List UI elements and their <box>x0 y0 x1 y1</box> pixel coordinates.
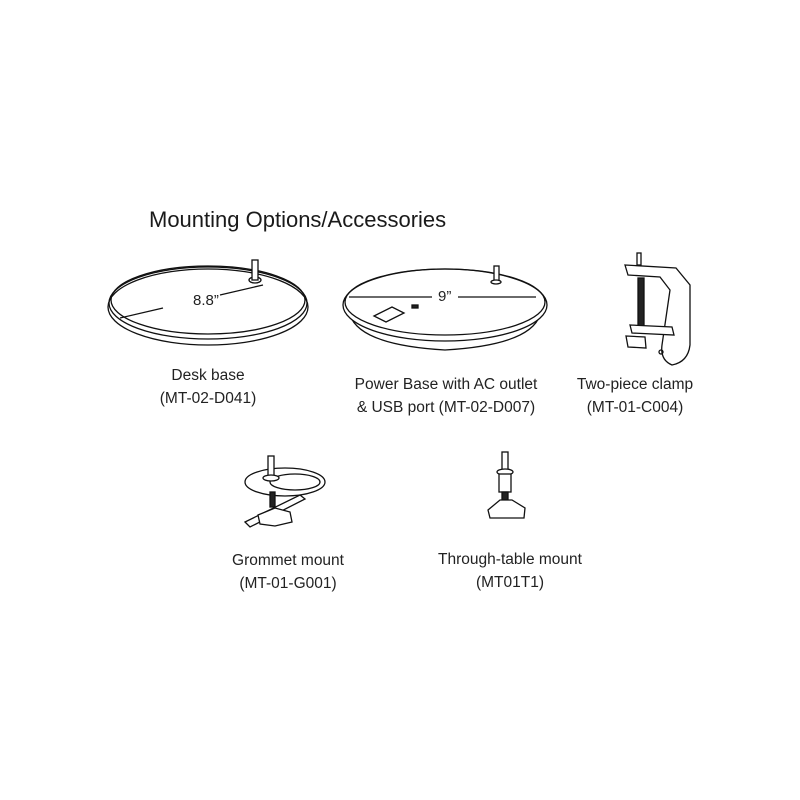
power-base-illustration <box>342 265 548 351</box>
usb-port-icon <box>411 304 419 309</box>
page-title: Mounting Options/Accessories <box>149 207 447 232</box>
grommet-caption: Grommet mount (MT-01-G001) <box>232 549 344 595</box>
desk-base-caption: Desk base (MT-02-D041) <box>160 364 256 410</box>
through-table-code: (MT01T1) <box>475 574 545 591</box>
desk-base-dimension: 8.8” <box>193 292 219 309</box>
ac-outlet-icon <box>372 306 406 323</box>
desk-base-name: Desk base <box>171 367 245 384</box>
power-base-dimension: 9” <box>438 288 452 305</box>
through-table-name: Through-table mount <box>438 551 582 568</box>
grommet-name: Grommet mount <box>232 552 344 569</box>
through-table-caption: Through-table mount (MT01T1) <box>438 548 582 594</box>
grommet-code: (MT-01-G001) <box>239 575 337 592</box>
clamp-illustration <box>624 252 691 366</box>
clamp-code: (MT-01-C004) <box>586 399 684 416</box>
desk-base-illustration <box>107 259 309 346</box>
desk-base-code: (MT-02-D041) <box>159 390 257 407</box>
power-base-caption: Power Base with AC outlet & USB port (MT… <box>355 373 538 419</box>
clamp-caption: Two-piece clamp (MT-01-C004) <box>577 373 693 419</box>
clamp-name: Two-piece clamp <box>576 376 694 393</box>
power-base-name-2: & USB port (MT-02-D007) <box>356 399 536 416</box>
grommet-mount-illustration <box>243 455 326 528</box>
through-table-mount-illustration <box>487 451 526 519</box>
power-base-name: Power Base with AC outlet <box>354 376 538 393</box>
